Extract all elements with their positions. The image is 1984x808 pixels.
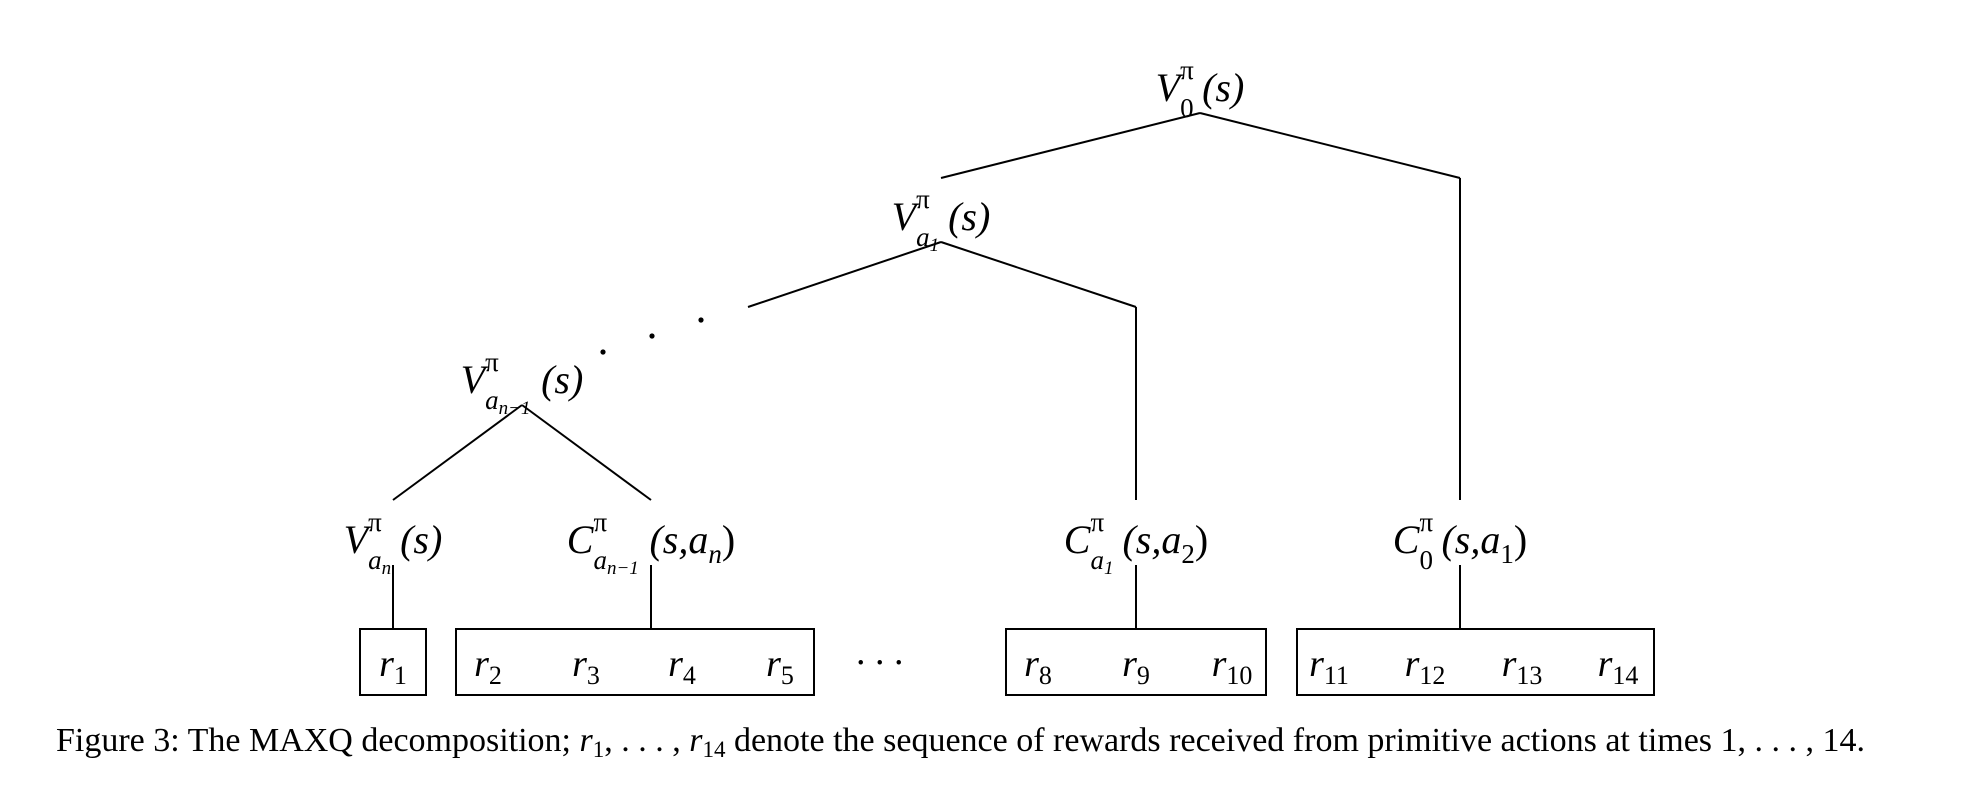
reward-r9: r9	[1122, 643, 1150, 690]
reward-r14: r14	[1597, 643, 1639, 690]
reward-r5: r5	[766, 643, 794, 690]
reward-r2: r2	[474, 643, 502, 690]
ellipsis-rewards: . . .	[856, 631, 904, 673]
reward-r10: r10	[1211, 643, 1253, 690]
ellipsis-dot	[698, 317, 704, 323]
reward-box-1	[359, 628, 427, 696]
reward-r3: r3	[572, 643, 600, 690]
reward-box-11-14	[1296, 628, 1655, 696]
reward-box-8-10	[1005, 628, 1267, 696]
edge-va1-right	[940, 241, 1137, 308]
reward-r4: r4	[668, 643, 696, 690]
edge-v0-left	[940, 112, 1201, 179]
edge-v0-right	[1199, 112, 1461, 179]
reward-r1: r1	[379, 643, 407, 690]
reward-r12: r12	[1404, 643, 1446, 690]
edge-va1-left	[747, 241, 942, 308]
reward-r8: r8	[1024, 643, 1052, 690]
reward-r13: r13	[1501, 643, 1543, 690]
figure-caption: Figure 3: The MAXQ decomposition; r1, . …	[56, 722, 1866, 762]
edge-van1-left	[392, 404, 523, 501]
edge-van1-right	[521, 404, 652, 501]
reward-box-2-5	[455, 628, 815, 696]
ellipsis-dot	[600, 349, 606, 355]
reward-r11: r11	[1309, 643, 1349, 690]
ellipsis-dot	[649, 333, 655, 339]
